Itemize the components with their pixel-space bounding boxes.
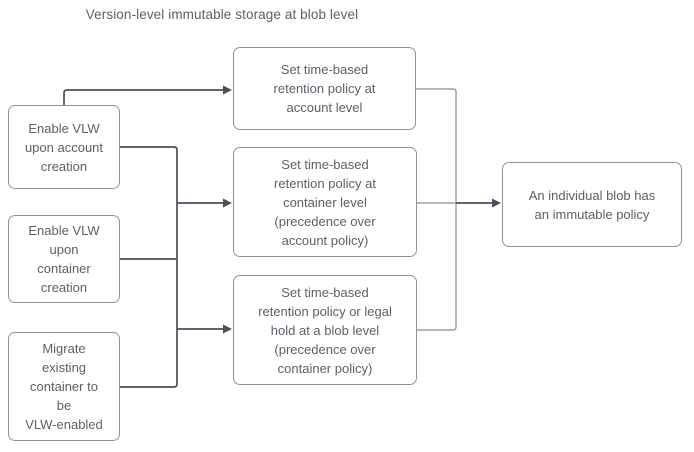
diagram-title: Version-level immutable storage at blob … <box>85 7 359 22</box>
node-retention-policy-account-level: Set time-based retention policy at accou… <box>233 47 416 130</box>
arrowhead-immutable-blob <box>492 198 501 208</box>
arrowhead-blob-policy <box>223 324 232 334</box>
node-enable-vlw-account-creation: Enable VLW upon account creation <box>8 105 120 189</box>
connector-middle-boxes-to-merge-trunk <box>416 88 457 331</box>
connector-account-to-account-policy <box>63 89 224 105</box>
connector-left-boxes-to-branch-trunk <box>120 146 178 388</box>
node-enable-vlw-container-creation: Enable VLW upon container creation <box>8 215 120 303</box>
node-retention-policy-blob-level: Set time-based retention policy or legal… <box>233 275 417 385</box>
arrowhead-account-policy <box>223 85 232 95</box>
node-individual-blob-immutable-policy: An individual blob has an immutable poli… <box>502 162 682 247</box>
node-retention-policy-container-level: Set time-based retention policy at conta… <box>233 147 417 257</box>
arrowhead-container-policy <box>223 198 232 208</box>
node-migrate-existing-container: Migrate existing container to be VLW-ena… <box>8 332 120 441</box>
